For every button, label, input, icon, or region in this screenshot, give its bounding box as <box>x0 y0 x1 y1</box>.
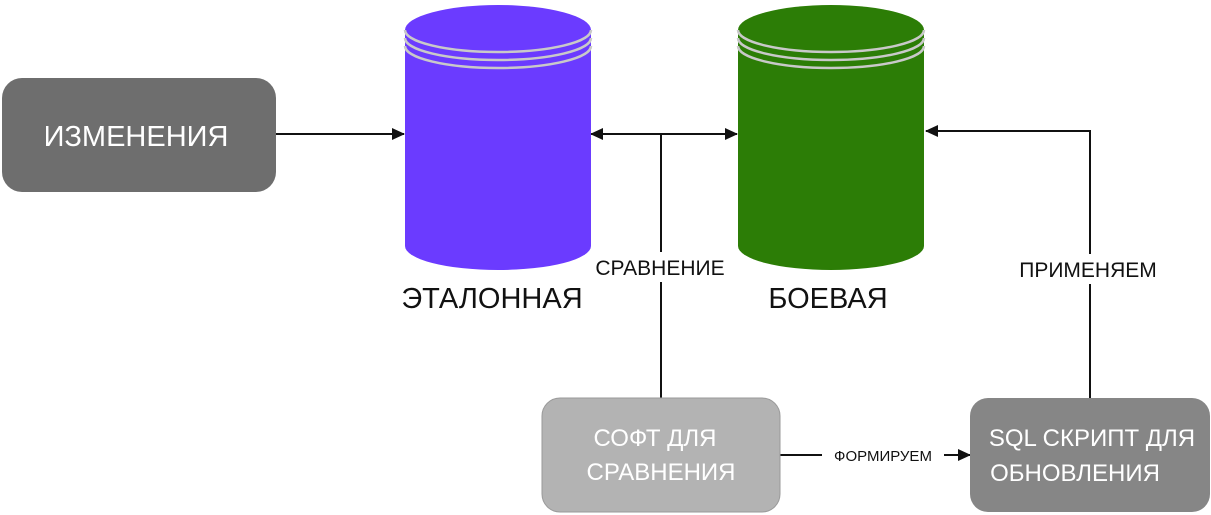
sql-script-label-line1: SQL СКРИПТ ДЛЯ <box>989 425 1195 452</box>
reference-db-top <box>405 5 591 55</box>
compare-soft-box <box>541 397 781 513</box>
sql-script-label-line2: ОБНОВЛЕНИЯ <box>990 460 1160 487</box>
compare-soft-label-line2: СРАВНЕНИЯ <box>586 459 735 486</box>
arrow-apply-script <box>925 125 1091 398</box>
apply-edge-label: ПРИМЕНЯЕМ <box>1019 259 1157 282</box>
reference-db-icon <box>403 5 593 270</box>
production-db-icon <box>736 5 926 270</box>
reference-db-body <box>405 32 591 270</box>
reference-db-label: ЭТАЛОННАЯ <box>401 283 582 315</box>
compare-edge-label: СРАВНЕНИЕ <box>595 257 724 280</box>
production-db-top <box>738 5 924 55</box>
production-db-label: БОЕВАЯ <box>768 283 887 315</box>
changes-box <box>2 78 276 192</box>
sql-script-box <box>970 398 1210 512</box>
changes-label: ИЗМЕНЕНИЯ <box>44 121 229 153</box>
generates-edge-label: ФОРМИРУЕМ <box>834 448 932 465</box>
compare-soft-label-line1: СОФТ ДЛЯ <box>593 425 716 452</box>
sql-script-node: SQL СКРИПТ ДЛЯ ОБНОВЛЕНИЯ <box>970 398 1210 512</box>
compare-soft-node: СОФТ ДЛЯ СРАВНЕНИЯ <box>541 397 781 513</box>
changes-node: ИЗМЕНЕНИЯ <box>2 78 276 192</box>
production-db-body <box>738 32 924 270</box>
